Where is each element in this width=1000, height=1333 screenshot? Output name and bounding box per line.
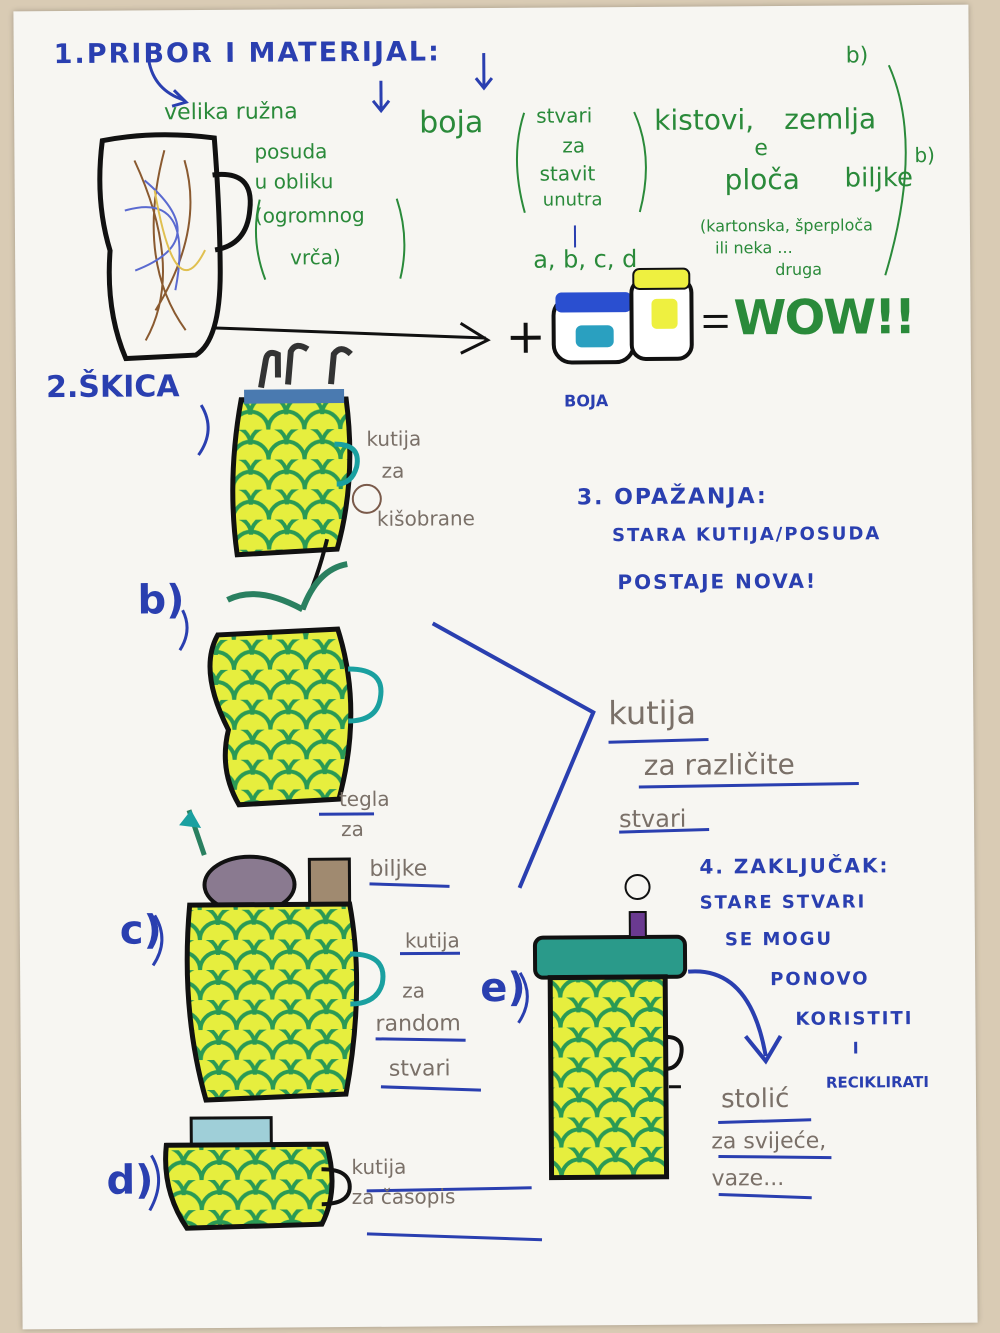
material-item4-e: e	[754, 136, 769, 162]
sketch-e-text2: za svijeće,	[711, 1128, 827, 1155]
material-item1-line2: posuda	[254, 139, 328, 164]
sketch-b-label: b)	[137, 577, 185, 624]
material-item4: zemlja	[784, 102, 877, 136]
sketch-c-text1: kutija	[404, 928, 460, 953]
material-item2-note1: stvari	[536, 103, 593, 128]
sketch-c-label: c)	[119, 907, 162, 954]
sketch-b2-text2: za različite	[643, 747, 795, 782]
sketch-c-text3: random	[375, 1011, 461, 1037]
material-item1-line4: (ogromnog	[254, 202, 365, 228]
heading-materials: 1.PRIBOR I MATERIJAL:	[53, 36, 441, 71]
material-item2-note4: unutra	[542, 189, 603, 211]
material-item4-b: b)	[845, 43, 869, 69]
material-item5: ploča	[724, 162, 800, 197]
conclusion-line3: PONOVO	[770, 968, 870, 991]
sketch-d-box	[163, 1116, 352, 1231]
material-item2-note3: stavit	[539, 161, 596, 186]
material-item1-line5: vrča)	[290, 245, 341, 270]
material-item1-line3: u obliku	[254, 169, 334, 194]
wow-text: WOW!!	[733, 289, 915, 347]
conclusion-line1: STARE STVARI	[699, 891, 867, 914]
material-item3: kistovi,	[654, 103, 755, 137]
sketch-a-text3: kišobrane	[376, 506, 475, 531]
sketch-a-text2: za	[381, 458, 405, 483]
sketch-d-text1: kutija	[351, 1154, 407, 1180]
observation-line1: STARA KUTIJA/POSUDA	[612, 523, 882, 547]
conclusion-line4: KORISTITI	[795, 1008, 914, 1030]
material-item2: boja	[419, 105, 484, 141]
sketch-e-label: e)	[480, 964, 526, 1012]
material-item1-line1: velika ružna	[164, 99, 298, 126]
poster-paper: 1.PRIBOR I MATERIJAL: velika ružna posud…	[13, 4, 978, 1330]
sketch-c-vase	[179, 809, 386, 1103]
material-item6-b: b)	[914, 142, 936, 168]
pitcher-drawing	[97, 132, 253, 362]
material-item5-note2: ili neka ...	[715, 237, 793, 258]
heading-conclusion: 4. ZAKLJUČAK:	[699, 853, 890, 879]
boja-label: BOJA	[564, 391, 609, 411]
sketch-a-text1: kutija	[366, 426, 422, 451]
material-item2-options: a, b, c, d	[533, 245, 638, 274]
sketch-a-jar	[230, 342, 382, 558]
conclusion-line6: RECIKLIRATI	[825, 1072, 929, 1092]
material-item5-note3: druga	[775, 259, 823, 280]
sketch-e-text3: vaze...	[711, 1165, 785, 1192]
sketch-d-label: d)	[106, 1157, 154, 1204]
paint-cans-drawing	[551, 267, 694, 365]
observation-line2: POSTAJE NOVA!	[617, 568, 818, 595]
sketch-b2-text1: kutija	[608, 693, 697, 733]
material-item6: biljke	[844, 163, 914, 194]
heading-sketch: 2.ŠKICA	[45, 369, 180, 406]
sketch-b-pitcher	[207, 538, 384, 808]
material-item5-note1: (kartonska, šperploča	[699, 215, 874, 236]
conclusion-line2: SE MOGU	[724, 928, 834, 951]
material-item2-note2: za	[562, 133, 586, 158]
sketch-e-table	[532, 874, 688, 1181]
heading-observations: 3. OPAŽANJA:	[576, 484, 768, 511]
sketch-c-text4: stvari	[388, 1056, 451, 1082]
sketch-b2-text3: stvari	[618, 804, 687, 834]
sketch-c-text2: za	[402, 978, 426, 1003]
sketch-e-text1: stolić	[720, 1083, 790, 1115]
sketch-c-top: biljke	[369, 856, 428, 882]
sketch-b-text1: tegla	[338, 786, 390, 812]
drawings	[97, 53, 907, 1242]
sketch-b-text2: za	[341, 816, 364, 842]
conclusion-line5: I	[852, 1038, 861, 1058]
sketch-d-text2: za časopis	[351, 1184, 456, 1210]
